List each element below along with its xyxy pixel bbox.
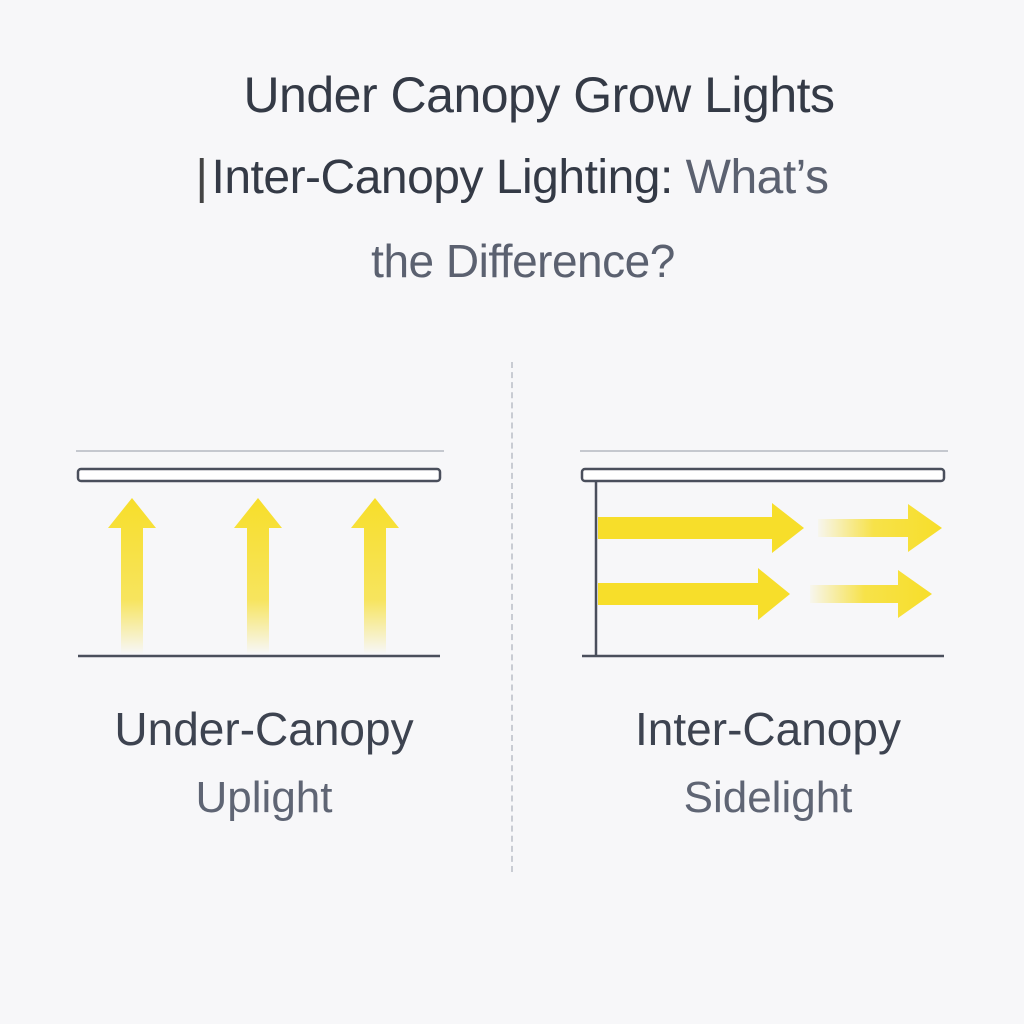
inter-canopy-title: Inter-Canopy <box>635 703 901 755</box>
under-canopy-diagram <box>76 450 444 658</box>
under-canopy-title: Under-Canopy <box>114 703 414 755</box>
under-canopy-label: Under-Canopy Uplight <box>54 706 474 820</box>
under-canopy-subtitle: Uplight <box>195 773 333 822</box>
title-line-2-strong: Inter-Canopy Lighting: <box>211 151 674 204</box>
inter-canopy-subtitle: Sidelight <box>683 773 853 822</box>
uplight-arrow <box>234 498 282 654</box>
title-line-3: the Difference? <box>371 235 675 287</box>
inter-canopy-diagram <box>580 450 948 658</box>
title-line-2: |Inter-Canopy Lighting: What’s <box>0 154 1024 202</box>
center-divider <box>511 362 513 872</box>
uplight-arrow <box>108 498 156 654</box>
page-title: Under Canopy Grow Lights |Inter-Canopy L… <box>0 70 1024 284</box>
light-fixture-bar <box>76 467 442 483</box>
sidelight-arrow <box>810 570 932 618</box>
sidelight-arrow <box>598 503 804 553</box>
sidelight-arrow <box>818 504 942 552</box>
title-line-1: Under Canopy Grow Lights <box>243 67 835 123</box>
title-separator-bar: | <box>195 151 208 204</box>
title-line-2-light: What’s <box>685 151 829 204</box>
light-fixture-bar <box>580 467 946 483</box>
uplight-arrow <box>351 498 399 654</box>
sidelight-arrow <box>598 568 790 620</box>
inter-canopy-label: Inter-Canopy Sidelight <box>558 706 978 820</box>
